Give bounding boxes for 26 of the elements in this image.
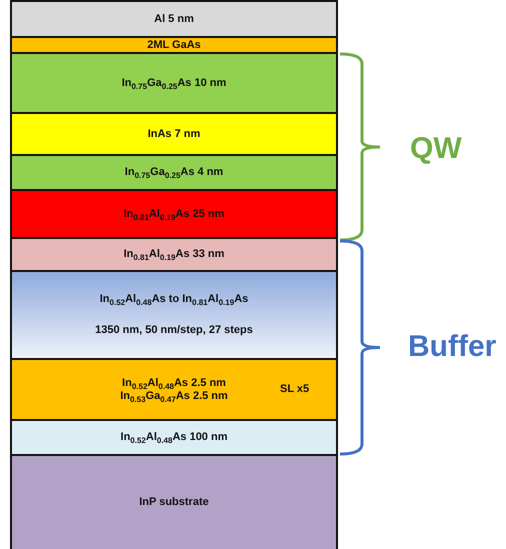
layer-label: InP substrate <box>139 496 209 509</box>
layer-band <box>10 189 338 239</box>
layer-label: Al 5 nm <box>154 12 194 26</box>
layer-label: 2ML GaAs <box>147 38 201 52</box>
layer-band <box>10 454 338 549</box>
layer-label: In$_{0.75}$Ga$_{0.25}$As 4 nm <box>124 166 224 179</box>
bracket-label: Buffer <box>408 330 496 364</box>
layer-label: In$_{0.53}$Ga$_{0.47}$As 2.5 nm <box>120 390 228 402</box>
layer-band <box>10 237 338 272</box>
bracket-label: QW <box>410 132 462 166</box>
layer-label: InAs 7 nm <box>148 128 200 140</box>
layer-label: In$_{0.75}$Ga$_{0.25}$As 10 nm <box>122 76 226 90</box>
layer-label: 1350 nm, 50 nm/step, 27 steps <box>95 324 253 337</box>
layer-band <box>10 0 338 38</box>
layer-band <box>10 270 338 360</box>
layer-label: In$_{0.81}$Al$_{0.19}$As 25 nm <box>124 208 224 220</box>
layer-band <box>10 112 338 156</box>
layer-label: In$_{0.81}$Al$_{0.19}$As 33 nm <box>124 248 224 261</box>
layer-label: In$_{0.52}$Al$_{0.48}$As 2.5 nm <box>122 376 226 390</box>
layer-band <box>10 52 338 114</box>
layer-band <box>10 358 338 421</box>
layer-band <box>10 154 338 191</box>
layer-band <box>10 419 338 456</box>
layer-label: In$_{0.52}$Al$_{0.48}$As 100 nm <box>120 431 228 444</box>
layer-label: SL x5 <box>280 383 310 396</box>
layer-label: In$_{0.52}$Al$_{0.48}$As to In$_{0.81}$Al$_{0.19}$As <box>100 293 248 306</box>
